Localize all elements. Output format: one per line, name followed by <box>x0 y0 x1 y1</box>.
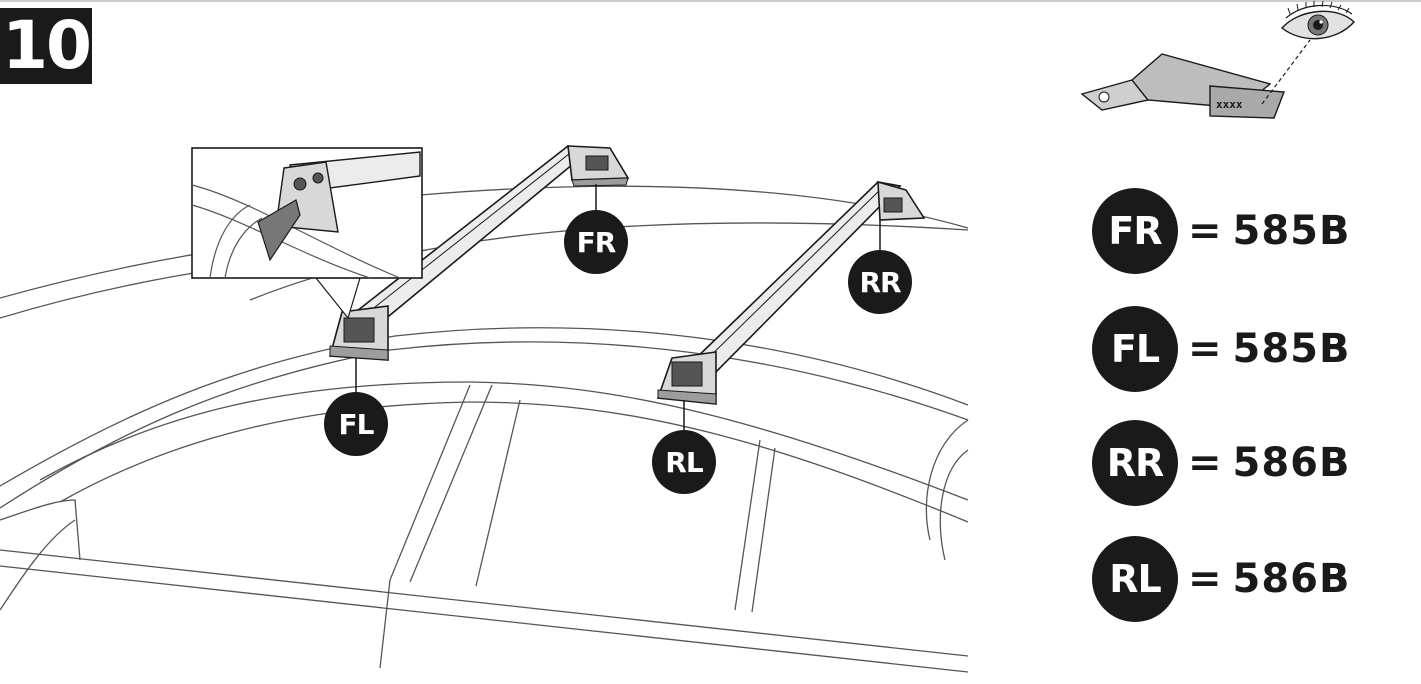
marker-fr-label: FR <box>576 225 617 259</box>
marker-fl-label: FL <box>338 407 375 441</box>
marker-rl: RL <box>652 430 716 494</box>
legend-equals: = <box>1188 440 1223 486</box>
legend-row-rr: RR = 586B <box>1092 420 1351 506</box>
legend-label-rr: RR <box>1106 441 1165 485</box>
legend-row-fr: FR = 585B <box>1092 188 1351 274</box>
legend-code-rl: 586B <box>1232 556 1351 602</box>
legend-code-rr: 586B <box>1232 440 1351 486</box>
legend-equals: = <box>1188 208 1223 254</box>
eye-icon <box>1280 0 1355 40</box>
marker-rr: RR <box>848 250 912 314</box>
step-number-box: 10 <box>0 8 92 84</box>
marker-leader-lines <box>355 184 881 430</box>
bracket-marking-text: xxxx <box>1216 98 1243 111</box>
legend-label-fr: FR <box>1108 209 1162 253</box>
legend-row-rl: RL = 586B <box>1092 536 1351 622</box>
legend-badge-fr: FR <box>1092 188 1178 274</box>
id-bracket-figure: xxxx <box>1080 39 1311 119</box>
marker-rl-label: RL <box>665 445 703 479</box>
step-number: 10 <box>2 7 92 84</box>
legend-badge-rl: RL <box>1092 536 1178 622</box>
legend-label-fl: FL <box>1110 327 1160 371</box>
legend-code-fr: 585B <box>1232 208 1351 254</box>
car-body-lines <box>0 185 969 673</box>
marker-rr-label: RR <box>859 265 901 299</box>
legend-badge-fl: FL <box>1092 306 1178 392</box>
legend-badge-rr: RR <box>1092 420 1178 506</box>
legend-equals: = <box>1188 556 1223 602</box>
legend-label-rl: RL <box>1109 557 1161 601</box>
front-roof-bar <box>328 145 630 361</box>
rear-roof-bar <box>656 180 926 405</box>
legend-row-fl: FL = 585B <box>1092 306 1351 392</box>
marker-fr: FR <box>564 210 628 274</box>
detail-inset <box>191 147 423 320</box>
legend-code-fl: 585B <box>1232 326 1351 372</box>
marker-fl: FL <box>324 392 388 456</box>
legend-equals: = <box>1188 326 1223 372</box>
